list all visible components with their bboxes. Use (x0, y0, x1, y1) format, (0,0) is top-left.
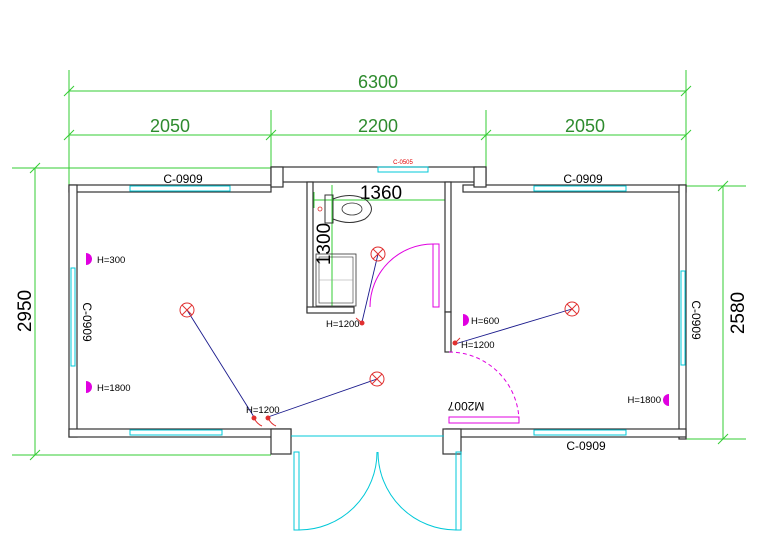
socket-icon (663, 394, 669, 406)
socket-icon (463, 314, 469, 326)
entry-door (293, 451, 462, 531)
dimension-lines (12, 70, 746, 461)
window-label-right-wall: C-0909 (689, 300, 703, 340)
window-label-left-wall: C-0909 (80, 302, 94, 342)
dim-inner-depth: 2580 (728, 292, 749, 334)
socket-label-left-lower: H=1800 (97, 383, 131, 394)
switch-icon (265, 415, 277, 427)
dim-segment-middle: 2200 (358, 116, 398, 136)
dim-bath-width: 1360 (360, 183, 402, 204)
switch-icon (452, 337, 461, 346)
socket-label-right-lower: H=1800 (627, 395, 661, 406)
switch-label-bath: H=1200 (326, 319, 360, 330)
toilet-fixture (317, 194, 372, 224)
socket-icon (86, 253, 92, 265)
window-label-top-right: C-0909 (563, 172, 603, 186)
windows (70, 166, 686, 437)
window-label-bottom-right: C-0909 (566, 439, 606, 453)
dim-overall-depth: 2950 (15, 290, 36, 332)
shower-tray (315, 253, 357, 307)
window-label-bath: C-0505 (393, 160, 413, 166)
socket-label-left-upper: H=300 (97, 255, 125, 266)
switches (251, 317, 461, 427)
partition-door (448, 351, 520, 424)
dim-overall-width: 6300 (358, 72, 398, 92)
dim-bath-depth: 1300 (314, 223, 335, 265)
switch-label-entry: H=1200 (246, 405, 280, 416)
lamp-icon (179, 302, 195, 318)
dim-segment-right: 2050 (565, 116, 605, 136)
socket-icon (86, 381, 92, 393)
ceiling-lamps (179, 246, 580, 387)
lamp-icon (370, 246, 386, 262)
lamp-icon (564, 301, 580, 317)
wiring (186, 253, 573, 418)
lamp-icon (369, 371, 385, 387)
door-label: M2007 (447, 399, 484, 413)
switch-icon (355, 317, 365, 326)
socket-label-center-right: H=600 (471, 316, 499, 327)
bath-door (369, 243, 440, 308)
sockets (86, 253, 669, 406)
window-label-top-left: C-0909 (163, 172, 203, 186)
switch-icon (251, 415, 263, 427)
dimension-labels: 6300 2050 2200 2050 2950 2580 1360 1300 (15, 72, 749, 334)
walls (68, 166, 687, 455)
dim-segment-left: 2050 (150, 116, 190, 136)
switch-label-partition: H=1200 (461, 340, 495, 351)
